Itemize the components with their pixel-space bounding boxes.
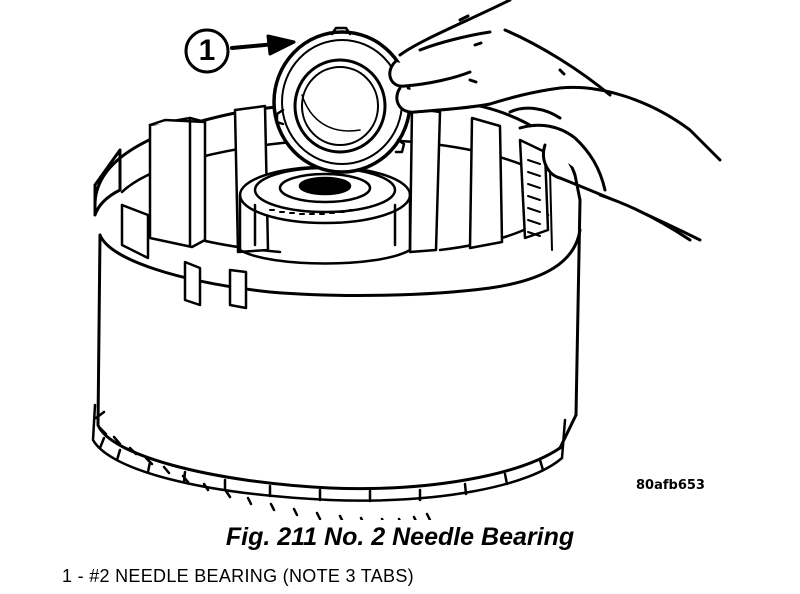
drum-side-splines: [527, 159, 553, 251]
legend-item: 1 - #2 NEEDLE BEARING (NOTE 3 TABS): [62, 566, 414, 586]
figure-caption: Fig. 211 No. 2 Needle Bearing: [225, 523, 575, 551]
callout-marker: [184, 28, 296, 74]
reference-code: 80afb653: [636, 478, 705, 493]
hand: [388, 0, 722, 242]
needle-bearing: [272, 26, 412, 174]
line-drawing-illustration: [91, 0, 722, 520]
drum-tabs: [120, 104, 550, 310]
inner-hub: [238, 165, 412, 265]
callout-number: 1: [198, 34, 216, 67]
drum-spline-teeth: [91, 403, 567, 520]
